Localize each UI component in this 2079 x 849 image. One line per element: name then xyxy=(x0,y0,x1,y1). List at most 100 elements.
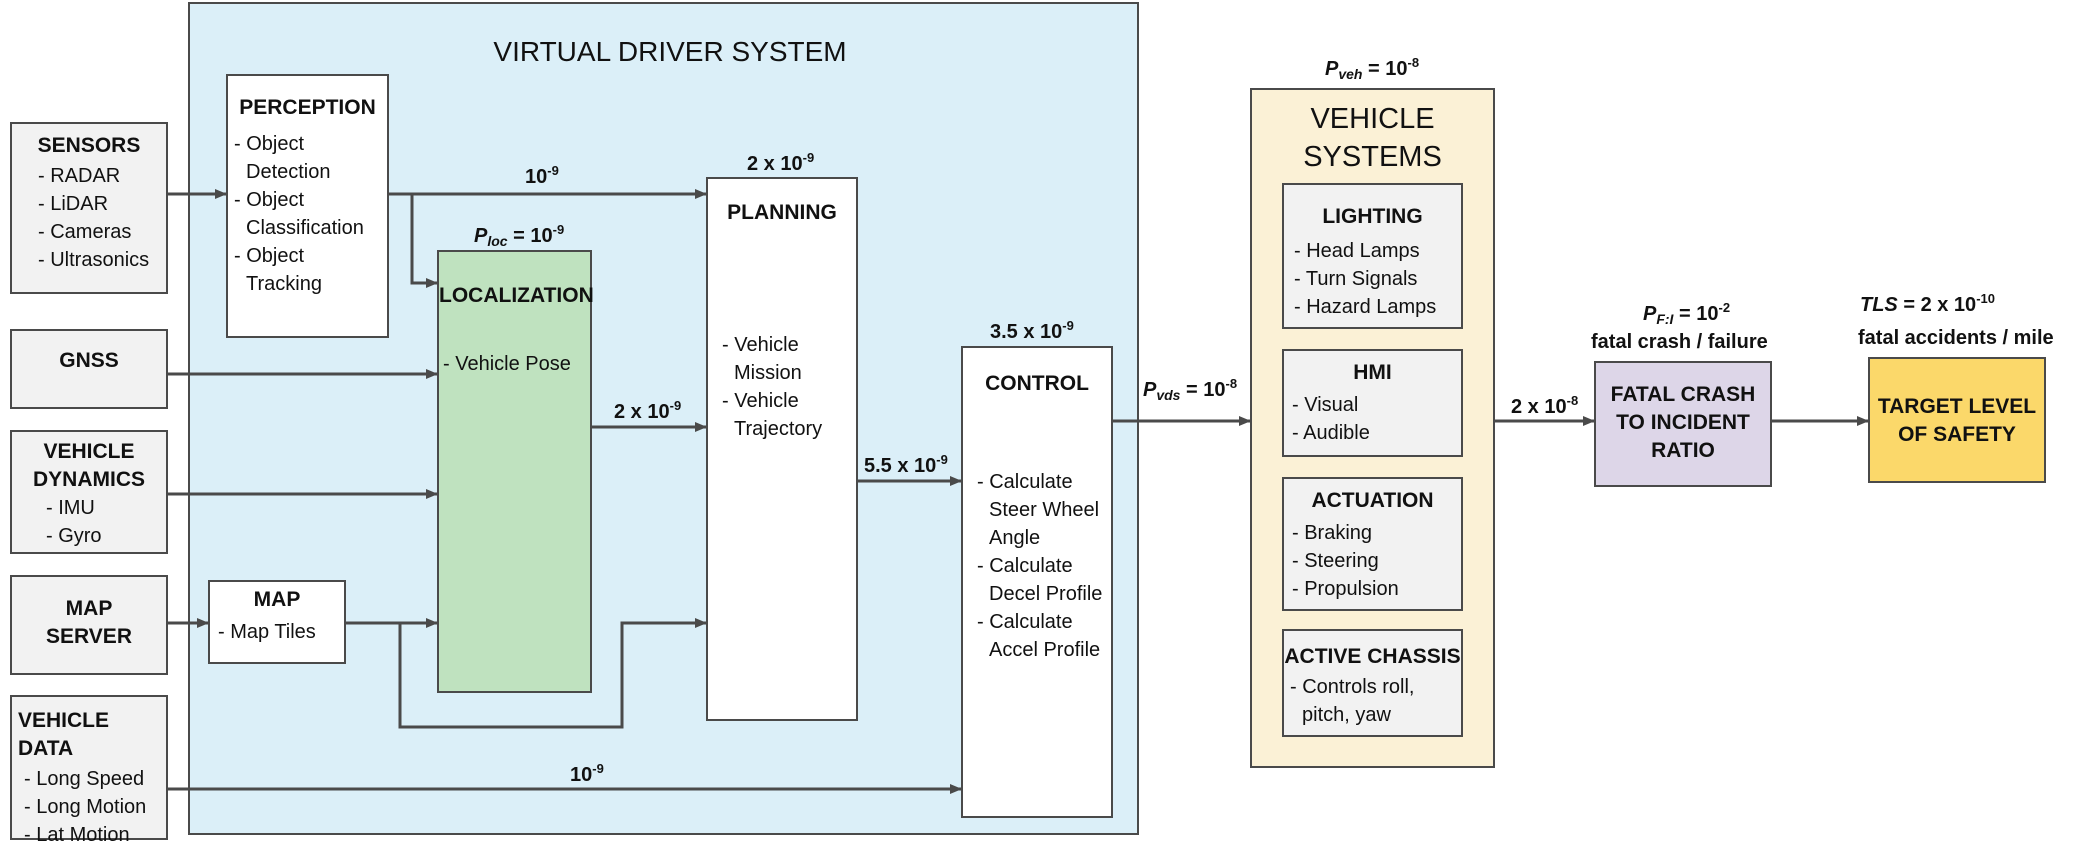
list-item: - Propulsion xyxy=(1292,578,1399,600)
localization-probability: Ploc = 10-9 xyxy=(474,222,565,249)
active-chassis-title: ACTIVE CHASSIS xyxy=(1284,645,1461,668)
sensors-box: SENSORS - RADAR - LiDAR - Cameras - Ultr… xyxy=(10,122,168,294)
list-item: - RADAR xyxy=(38,165,121,187)
gnss-box: GNSS xyxy=(10,329,168,409)
list-item: - Steering xyxy=(1292,550,1379,572)
hmi-list: - Visual - Audible xyxy=(1292,391,1461,447)
probability-symbol: P xyxy=(474,225,488,247)
rate-exponent: -9 xyxy=(802,150,815,165)
hmi-title: HMI xyxy=(1353,361,1392,384)
tls-value: TLS = 2 x 10-10 xyxy=(1860,291,1995,317)
actuation-title: ACTUATION xyxy=(1311,489,1434,512)
probability-subscript: vds xyxy=(1156,387,1181,403)
list-item: - Calculate xyxy=(977,471,1073,493)
list-item: - Lat Motion xyxy=(24,824,130,846)
list-item: - Vehicle xyxy=(722,390,799,412)
rate-exponent: -8 xyxy=(1566,393,1579,408)
gnss-title: GNSS xyxy=(59,349,119,372)
list-item: - Hazard Lamps xyxy=(1294,296,1437,318)
rate-base: 10 xyxy=(525,166,548,188)
list-item: - Map Tiles xyxy=(218,621,316,643)
list-item: Angle xyxy=(989,527,1041,549)
rate-exponent: -9 xyxy=(936,452,948,467)
perception-list: - Object Detection - Object Classificati… xyxy=(234,130,387,298)
sensors-list: - RADAR - LiDAR - Cameras - Ultrasonics xyxy=(38,162,166,274)
rate-exponent: -9 xyxy=(547,163,559,178)
rate-base: 10 xyxy=(570,764,593,786)
probability-exponent: -8 xyxy=(1225,376,1238,391)
list-item: - Audible xyxy=(1292,422,1370,444)
rate-base: 3.5 x 10 xyxy=(990,321,1063,343)
probability-exponent: -8 xyxy=(1407,55,1420,70)
list-item: Mission xyxy=(734,362,802,384)
planning-list: - Vehicle Mission - Vehicle Trajectory xyxy=(722,331,856,443)
control-title: CONTROL xyxy=(985,372,1089,395)
list-item: Decel Profile xyxy=(989,583,1103,605)
map-server-title-line: SERVER xyxy=(46,625,132,648)
map-box: MAP - Map Tiles xyxy=(208,580,346,664)
rate-base: 2 x 10 xyxy=(614,401,670,423)
sensors-title: SENSORS xyxy=(37,134,141,157)
tls-exponent: -10 xyxy=(1976,291,1995,306)
map-server-box: MAP SERVER xyxy=(10,575,168,675)
vds-probability: Pvds = 10-8 xyxy=(1143,376,1238,403)
rate-base: 5.5 x 10 xyxy=(864,455,937,477)
fatal-crash-title-line: RATIO xyxy=(1651,439,1715,462)
probability-exponent: -9 xyxy=(552,222,565,237)
hmi-box: HMI - Visual - Audible xyxy=(1282,349,1463,457)
list-item: Trajectory xyxy=(734,418,823,440)
list-item: - Ultrasonics xyxy=(38,249,150,271)
planning-to-control-rate: 5.5 x 10-9 xyxy=(864,452,948,478)
lighting-list: - Head Lamps - Turn Signals - Hazard Lam… xyxy=(1294,237,1461,321)
rate-exponent: -9 xyxy=(592,761,604,776)
planning-box: PLANNING - Vehicle Mission - Vehicle Tra… xyxy=(706,177,858,721)
probability-subscript: loc xyxy=(487,233,508,249)
control-list: - Calculate Steer Wheel Angle - Calculat… xyxy=(977,468,1111,664)
vehicle-systems-title-line: VEHICLE xyxy=(1310,103,1435,135)
active-chassis-list: - Controls roll, pitch, yaw xyxy=(1290,673,1461,729)
vehicle-data-title: VEHICLE DATA xyxy=(18,709,110,760)
list-item: - Object xyxy=(234,245,305,267)
probability-equals: = 10 xyxy=(1180,379,1226,401)
list-item: - Vehicle xyxy=(722,334,799,356)
vehicle-dynamics-box: VEHICLE DYNAMICS - IMU - Gyro xyxy=(10,430,168,554)
vehicle-to-fatal-rate: 2 x 10-8 xyxy=(1511,393,1579,419)
actuation-list: - Braking - Steering - Propulsion xyxy=(1292,519,1461,603)
list-item: - Long Motion xyxy=(24,796,147,818)
planning-rate: 2 x 10-9 xyxy=(747,150,815,176)
probability-equals: = 10 xyxy=(507,225,553,247)
vehicle-systems-title-line: SYSTEMS xyxy=(1303,141,1442,173)
control-rate: 3.5 x 10-9 xyxy=(990,318,1074,344)
vehicle-dynamics-title-line: VEHICLE xyxy=(43,440,135,463)
list-item: - Turn Signals xyxy=(1294,268,1418,290)
fatal-crash-probability: PF:I = 10-2 xyxy=(1643,301,1730,327)
list-item: pitch, yaw xyxy=(1302,704,1391,726)
list-item: - Object xyxy=(234,189,305,211)
active-chassis-box: ACTIVE CHASSIS - Controls roll, pitch, y… xyxy=(1282,629,1463,737)
virtual-driver-system-title: VIRTUAL DRIVER SYSTEM xyxy=(493,36,847,67)
list-item: - Visual xyxy=(1292,394,1359,416)
probability-subscript: F:I xyxy=(1656,311,1674,327)
perception-box: PERCEPTION - Object Detection - Object C… xyxy=(226,74,389,338)
map-server-title-line: MAP xyxy=(65,597,113,620)
target-level-box: TARGET LEVEL OF SAFETY xyxy=(1868,357,2046,483)
rate-exponent: -9 xyxy=(669,398,682,413)
lighting-box: LIGHTING - Head Lamps - Turn Signals - H… xyxy=(1282,183,1463,329)
tls-caption: fatal accidents / mile xyxy=(1858,327,2054,349)
fatal-crash-box: FATAL CRASH TO INCIDENT RATIO xyxy=(1594,361,1772,487)
list-item: - Gyro xyxy=(46,525,102,547)
list-item: - LiDAR xyxy=(38,193,109,215)
map-list: - Map Tiles xyxy=(218,618,344,646)
planning-title: PLANNING xyxy=(727,201,837,224)
rate-exponent: -9 xyxy=(1062,318,1074,333)
probability-symbol: P xyxy=(1643,303,1657,325)
tls-equals: = 2 x 10 xyxy=(1897,294,1977,316)
list-item: - Braking xyxy=(1292,522,1373,544)
vehicle-data-list: - Long Speed - Long Motion - Lat Motion xyxy=(24,765,166,849)
localization-title: LOCALIZATION xyxy=(439,284,594,307)
probability-symbol: P xyxy=(1143,379,1157,401)
list-item: - Vehicle Pose xyxy=(443,353,571,375)
fatal-crash-title-line: TO INCIDENT xyxy=(1616,411,1750,434)
list-item: - Calculate xyxy=(977,611,1073,633)
